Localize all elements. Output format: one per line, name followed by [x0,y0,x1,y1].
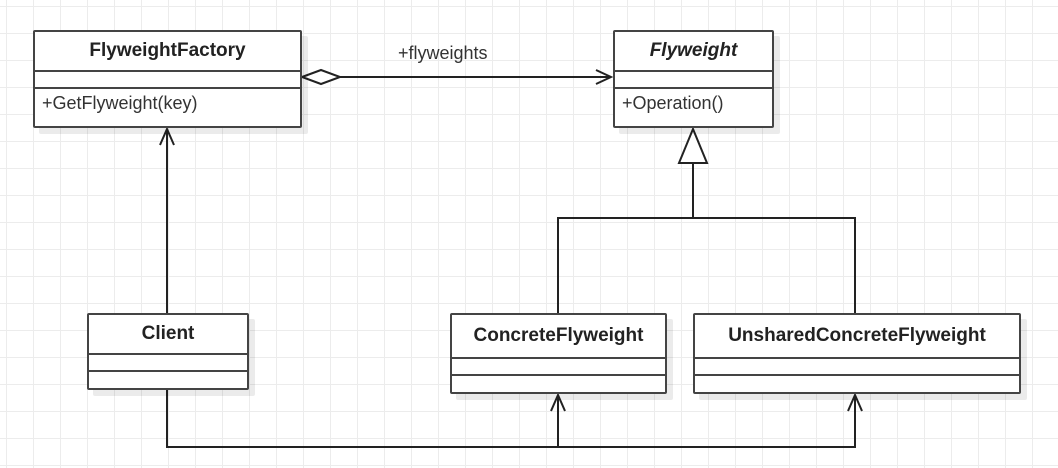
unshared-arrowhead [847,392,863,412]
attributes-compartment [452,359,665,376]
operation: +Operation() [622,93,724,113]
aggregation-diamond [299,68,343,86]
generalization-branches [557,217,856,313]
class-flyweight-factory[interactable]: FlyweightFactory +GetFlyweight(key) [33,30,302,128]
class-name: Client [89,315,247,355]
client-flyweights-association [166,389,856,448]
aggregation-label: +flyweights [398,43,488,63]
class-name: Flyweight [615,32,772,72]
class-name: UnsharedConcreteFlyweight [695,315,1019,359]
aggregation-arrowhead [595,69,614,85]
attributes-compartment [35,72,300,89]
class-unshared-concrete-flyweight[interactable]: UnsharedConcreteFlyweight [693,313,1021,394]
operation: +GetFlyweight(key) [42,93,198,113]
client-factory-arrowhead [159,126,175,146]
concrete-arrowhead [550,392,566,412]
class-client[interactable]: Client [87,313,249,390]
attributes-compartment [89,355,247,372]
class-concrete-flyweight[interactable]: ConcreteFlyweight [450,313,667,394]
class-name: FlyweightFactory [35,32,300,72]
attributes-compartment [615,72,772,89]
class-name: ConcreteFlyweight [452,315,665,359]
class-flyweight[interactable]: Flyweight +Operation() [613,30,774,128]
attributes-compartment [695,359,1019,376]
generalization-triangle [677,126,709,164]
